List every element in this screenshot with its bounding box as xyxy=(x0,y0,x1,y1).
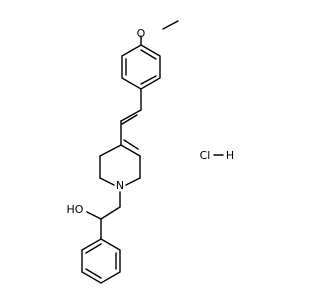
thp-bond-6 xyxy=(99,144,122,157)
structure-canvas: O N HO Cl H xyxy=(67,20,234,284)
hydroxyl-label: HO xyxy=(67,203,84,216)
bond-vinyl-double xyxy=(120,109,142,122)
bond-ch2-choh xyxy=(100,206,121,220)
thp-bond-3 xyxy=(125,177,141,186)
thp-bond-4 xyxy=(99,177,115,186)
methoxyphenyl-inner-2 xyxy=(140,75,157,85)
ring-nitrogen-label: N xyxy=(116,179,124,192)
phenyl-ring xyxy=(81,238,121,284)
methoxyphenyl-ring xyxy=(121,44,161,90)
bond-vinyl-double-inner xyxy=(121,114,138,125)
hcl-hydrogen-label: H xyxy=(226,149,234,162)
hcl-chlorine-label: Cl xyxy=(200,149,211,162)
thp-bond-1 xyxy=(120,144,141,157)
phenyl-inner-2 xyxy=(85,268,102,279)
methoxyphenyl-inner-1 xyxy=(140,49,157,60)
thp-bond-1-inner xyxy=(123,139,139,150)
bond-choh-oh xyxy=(86,211,102,220)
bond-methyl-o xyxy=(162,20,179,30)
phenyl-inner-3 xyxy=(85,243,102,254)
methoxy-oxygen-label: O xyxy=(137,27,146,40)
chemical-structure: O N HO Cl H xyxy=(67,20,234,284)
